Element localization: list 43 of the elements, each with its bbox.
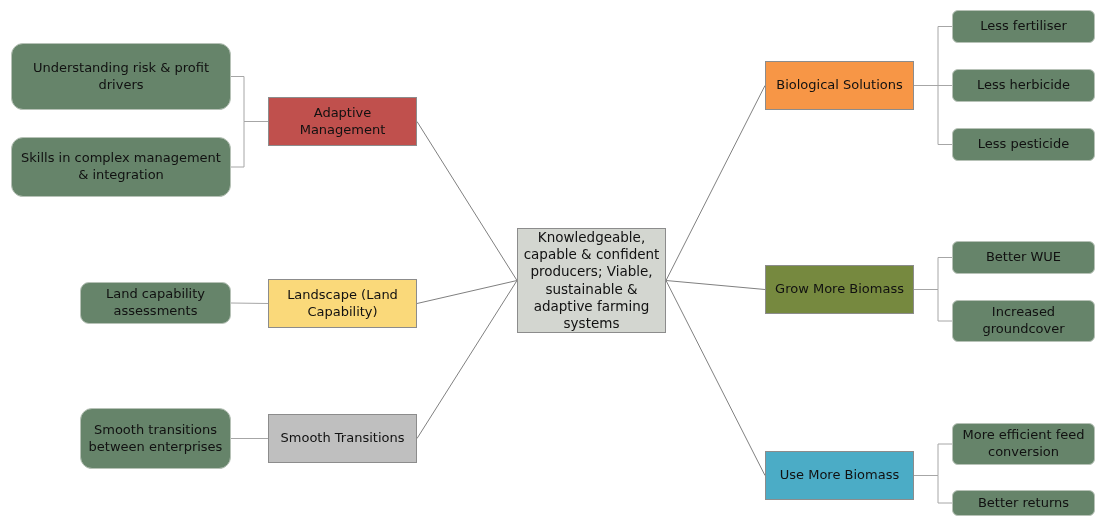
outcome-box <box>11 137 231 197</box>
node-label: Smooth transitions between enterprises <box>87 421 224 456</box>
outcome-box <box>952 69 1095 102</box>
theme-box <box>765 265 914 314</box>
node-label: Better returns <box>976 494 1071 512</box>
connector-line <box>665 280 766 476</box>
outcome-box <box>952 10 1095 43</box>
outcome-box <box>80 282 231 324</box>
connector-line <box>416 280 518 304</box>
node-label: Adaptive Management <box>298 104 387 139</box>
theme-box <box>268 279 417 328</box>
connector-line <box>230 302 269 304</box>
theme-box <box>268 97 417 146</box>
node-label: Less herbicide <box>975 77 1072 94</box>
theme-box <box>268 414 417 463</box>
node-label: Skills in complex management & integration <box>20 150 222 184</box>
connector-line <box>665 85 766 281</box>
node-label: More efficient feed conversion <box>961 427 1086 461</box>
node-label: Landscape (Land Capability) <box>286 286 399 321</box>
outcome-box <box>952 423 1095 465</box>
node-label: Less pesticide <box>976 136 1071 153</box>
outcome-box <box>952 490 1095 516</box>
node-label: Better WUE <box>984 249 1063 266</box>
outcome-box <box>952 241 1095 274</box>
node-label: Grow More Biomass <box>774 281 905 298</box>
outcome-box <box>952 128 1095 161</box>
node-label: Land capability assessments <box>104 286 206 320</box>
node-label: Increased groundcover <box>981 304 1066 338</box>
theme-box <box>765 61 914 110</box>
outcome-box <box>952 300 1095 342</box>
outcome-box <box>80 408 231 469</box>
node-label: Smooth Transitions <box>279 430 406 447</box>
node-label: Knowledgeable, capable & confident producers; Viable, sustainable & adaptive farming systems <box>522 228 661 333</box>
connector-line <box>416 121 518 281</box>
theme-box <box>765 451 914 500</box>
connector-line <box>230 438 269 439</box>
connector-line <box>416 280 518 439</box>
outcome-box <box>11 43 231 110</box>
node-label: Understanding risk & profit drivers <box>31 59 211 94</box>
connector-line <box>665 280 766 290</box>
node-label: Use More Biomass <box>778 467 901 484</box>
node-label: Biological Solutions <box>775 77 904 94</box>
node-label: Less fertiliser <box>979 18 1068 35</box>
